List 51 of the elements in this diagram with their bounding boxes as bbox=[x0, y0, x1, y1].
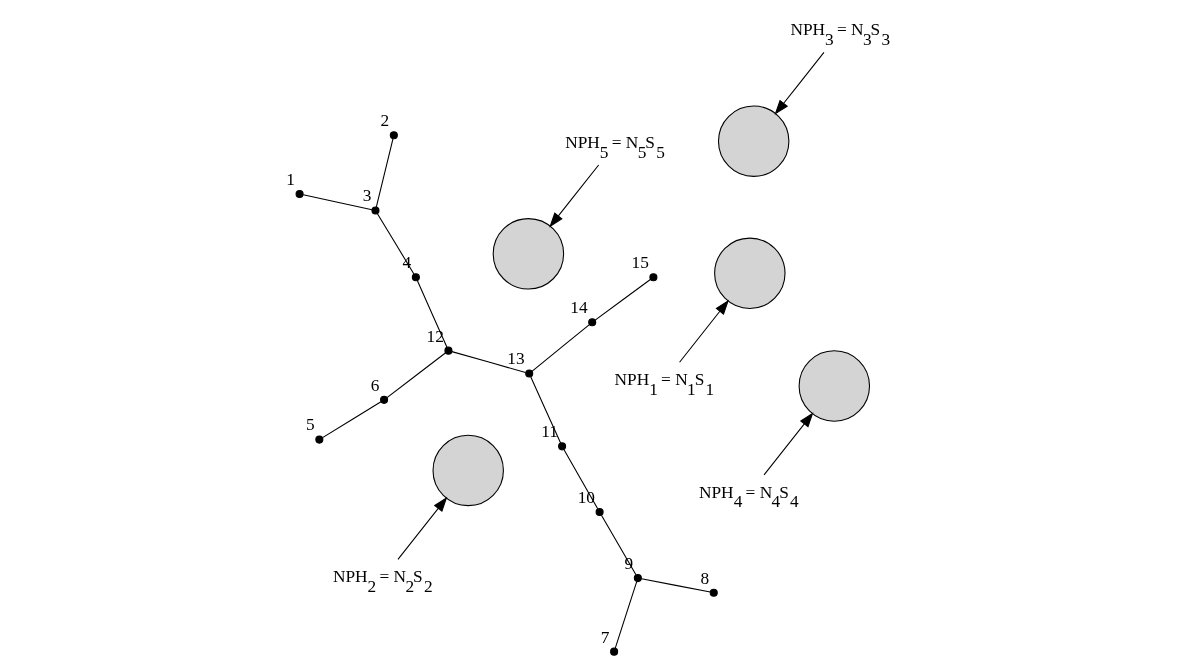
node-dot bbox=[524, 369, 533, 378]
node-circle bbox=[713, 237, 786, 310]
node-dot bbox=[587, 318, 596, 327]
arrow bbox=[678, 299, 729, 363]
node-dot bbox=[633, 574, 642, 583]
node-label: 6 bbox=[370, 375, 379, 395]
connector bbox=[376, 213, 415, 275]
node-label: 15 bbox=[630, 253, 649, 273]
node-circle bbox=[431, 434, 504, 507]
node-label: 5 bbox=[305, 415, 315, 435]
node-label: 13 bbox=[506, 349, 525, 369]
node-label: 2 bbox=[380, 111, 389, 131]
connector bbox=[562, 448, 598, 510]
connector bbox=[531, 324, 590, 372]
arrow bbox=[396, 496, 447, 560]
arrow bbox=[548, 164, 599, 228]
node-dot bbox=[443, 346, 452, 355]
node-label: 3 bbox=[362, 186, 371, 206]
connector bbox=[375, 138, 393, 208]
node-label: 7 bbox=[600, 627, 610, 647]
connector bbox=[416, 280, 447, 348]
connector bbox=[321, 401, 381, 439]
node-dot bbox=[314, 435, 323, 444]
connector bbox=[640, 578, 711, 593]
node-dot bbox=[609, 647, 618, 656]
connector bbox=[385, 352, 446, 399]
node-label: 11 bbox=[540, 422, 558, 442]
node-dot bbox=[648, 273, 657, 282]
connector bbox=[529, 376, 561, 444]
node-circle bbox=[717, 105, 789, 177]
node-dot bbox=[557, 442, 566, 451]
node-dot bbox=[411, 273, 420, 282]
arrow bbox=[763, 412, 813, 476]
connector bbox=[594, 278, 651, 321]
connector bbox=[450, 351, 526, 373]
node-dot bbox=[379, 395, 388, 404]
node-dot bbox=[389, 131, 398, 140]
node-circle bbox=[798, 350, 870, 422]
node-label: 8 bbox=[699, 568, 709, 588]
node-circle bbox=[492, 218, 564, 290]
node-dot bbox=[595, 508, 604, 517]
connector bbox=[302, 194, 373, 211]
node-label: 1 bbox=[285, 169, 295, 189]
node-label: 14 bbox=[569, 298, 588, 318]
node-dot bbox=[370, 206, 380, 215]
node-dot bbox=[709, 588, 718, 597]
arrow bbox=[774, 51, 824, 115]
connector bbox=[614, 581, 637, 649]
connector bbox=[600, 514, 636, 576]
node-dot bbox=[295, 189, 304, 199]
node-label: 12 bbox=[426, 326, 444, 346]
